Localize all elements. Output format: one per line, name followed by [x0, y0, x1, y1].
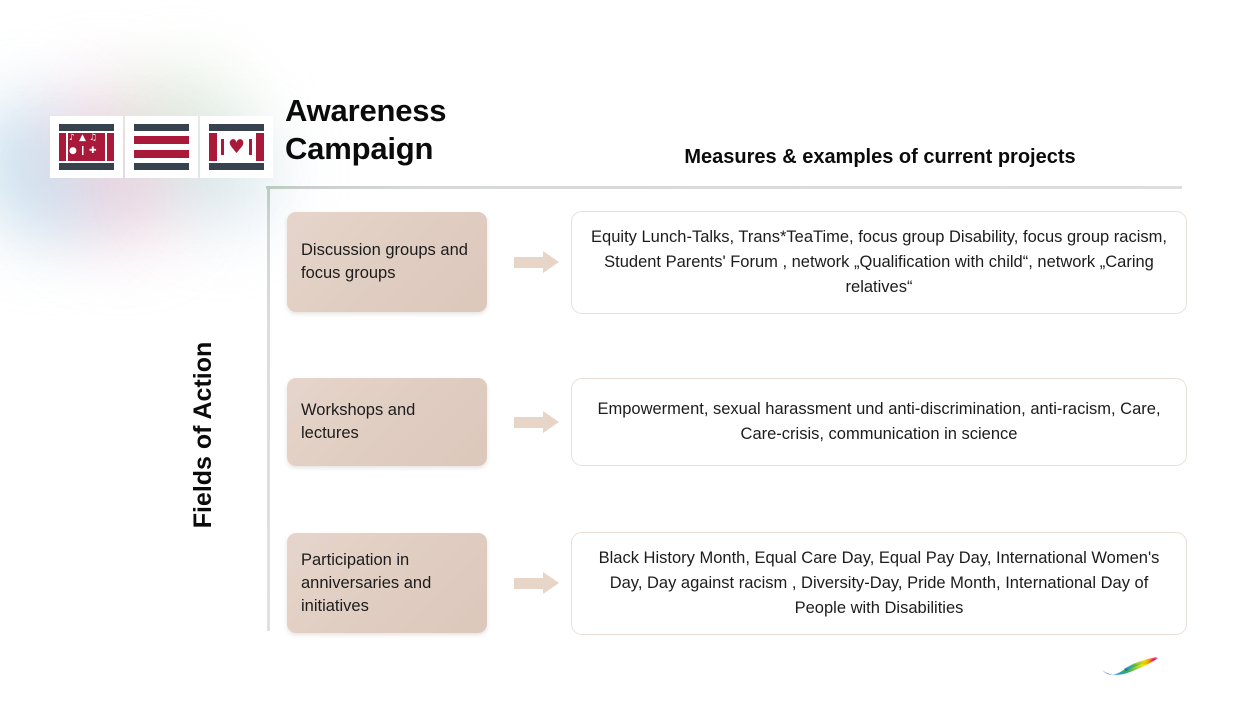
vertical-divider [267, 186, 270, 631]
logo-symbol-triangle-icon: ▲ [79, 133, 86, 143]
table-row: Participation in anniversaries and initi… [287, 531, 1187, 635]
heart-icon: ♥ [227, 135, 246, 158]
logo-bar-top [134, 124, 189, 131]
measures-box: Black History Month, Equal Care Day, Equ… [571, 531, 1187, 635]
page-title: Awareness Campaign [285, 93, 447, 166]
logo-tile-heart: ♥ [200, 116, 273, 178]
logo-tile-symbols: ♪ ▲ ♫ ● ❙ ✚ [50, 116, 123, 178]
column-heading-measures: Measures & examples of current projects [684, 146, 1076, 168]
rainbow-swoosh-logo [1102, 657, 1158, 675]
table-row: Discussion groups and focus groups Equit… [287, 210, 1187, 314]
logo-bar-bottom [59, 163, 114, 170]
logo-bar-top [209, 124, 264, 131]
logo-symbol-cross-icon: ✚ [89, 146, 97, 156]
logo-bar-top [59, 124, 114, 131]
arrow-right-icon [487, 410, 571, 433]
logo-symbol-note-icon: ♪ [69, 133, 75, 143]
field-of-action-box: Discussion groups and focus groups [287, 212, 487, 312]
logo-symbol-circle-icon: ● [69, 146, 77, 156]
measures-box: Empowerment, sexual harassment und anti-… [571, 378, 1187, 466]
axis-label-fields-of-action: Fields of Action [189, 341, 217, 529]
logo-bar-bottom [209, 163, 264, 170]
table-row: Workshops and lectures Empowerment, sexu… [287, 375, 1187, 469]
measures-box: Equity Lunch-Talks, Trans*TeaTime, focus… [571, 210, 1187, 314]
logo-tile-3-body: ♥ [209, 133, 264, 161]
logo-tile-stripes [125, 116, 198, 178]
field-of-action-box: Participation in anniversaries and initi… [287, 533, 487, 633]
logo-tile-2-body [134, 133, 189, 161]
arrow-right-icon [487, 571, 571, 594]
logo-bar-bottom [134, 163, 189, 170]
logo-symbol-bar-icon: ❙ [79, 146, 87, 156]
logo-tile-1-body: ♪ ▲ ♫ ● ❙ ✚ [59, 133, 114, 161]
horizontal-divider [266, 186, 1182, 189]
logo-symbol-beamed-note-icon: ♫ [89, 133, 98, 143]
arrow-right-icon [487, 250, 571, 273]
field-of-action-box: Workshops and lectures [287, 378, 487, 466]
awareness-campaign-logo: ♪ ▲ ♫ ● ❙ ✚ ♥ [50, 116, 273, 178]
